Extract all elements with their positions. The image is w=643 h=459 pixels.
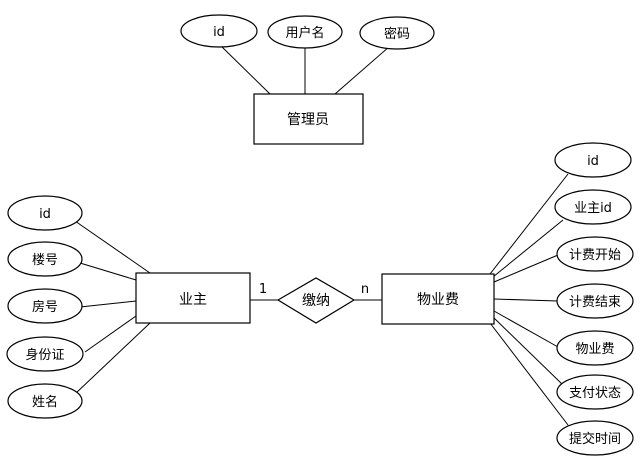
attribute-fee-submit-time: 提交时间 — [556, 420, 634, 456]
attribute-admin-password: 密码 — [359, 16, 435, 50]
attribute-owner-idcard: 身份证 — [6, 336, 84, 372]
svg-text:用户名: 用户名 — [285, 25, 324, 41]
svg-text:业主id: 业主id — [574, 201, 612, 216]
attribute-admin-username: 用户名 — [267, 15, 343, 49]
cardinality-owner: 1 — [259, 282, 267, 297]
entity-owner: 业主 — [135, 272, 251, 324]
svg-text:提交时间: 提交时间 — [569, 431, 621, 447]
svg-text:计费结束: 计费结束 — [569, 295, 621, 310]
owner-attributes: id 楼号 房号 身份证 姓名 — [6, 195, 84, 419]
relationship-label: 缴纳 — [302, 293, 330, 309]
admin-attribute-edges — [219, 44, 391, 95]
attribute-owner-id: id — [7, 195, 83, 231]
svg-text:姓名: 姓名 — [32, 394, 58, 410]
attribute-owner-building: 楼号 — [7, 241, 83, 277]
attribute-owner-name: 姓名 — [7, 383, 83, 419]
cardinality-fee: n — [361, 282, 369, 297]
admin-attributes: id 用户名 密码 — [180, 14, 435, 50]
svg-text:支付状态: 支付状态 — [569, 386, 621, 401]
owner-attribute-edges — [74, 220, 151, 395]
entity-fee: 物业费 — [381, 273, 495, 325]
svg-text:密码: 密码 — [384, 26, 410, 42]
fee-attributes: id 业主id 计费开始 计费结束 物业费 支付状态 提交时间 — [554, 142, 634, 456]
svg-text:房号: 房号 — [32, 299, 58, 315]
svg-text:计费开始: 计费开始 — [569, 248, 621, 263]
fee-attribute-edges — [489, 173, 569, 426]
entity-admin-label: 管理员 — [287, 112, 329, 128]
svg-text:id: id — [39, 207, 51, 222]
entity-owner-label: 业主 — [179, 292, 207, 308]
entity-admin: 管理员 — [253, 93, 364, 145]
attribute-fee-end: 计费结束 — [556, 283, 634, 319]
svg-text:物业费: 物业费 — [575, 342, 614, 357]
svg-text:楼号: 楼号 — [32, 253, 58, 268]
attribute-admin-id: id — [180, 14, 258, 48]
svg-text:身份证: 身份证 — [25, 347, 64, 363]
svg-text:id: id — [587, 154, 599, 169]
svg-text:id: id — [213, 25, 225, 40]
relationship-pay: 缴纳 — [276, 277, 356, 324]
attribute-fee-status: 支付状态 — [556, 374, 634, 410]
attribute-fee-ownerid: 业主id — [554, 189, 632, 225]
attribute-fee-id: id — [554, 142, 632, 178]
attribute-fee-start: 计费开始 — [556, 236, 634, 272]
attribute-owner-room: 房号 — [7, 288, 83, 324]
attribute-fee-amount: 物业费 — [556, 330, 634, 366]
entity-fee-label: 物业费 — [417, 292, 459, 308]
